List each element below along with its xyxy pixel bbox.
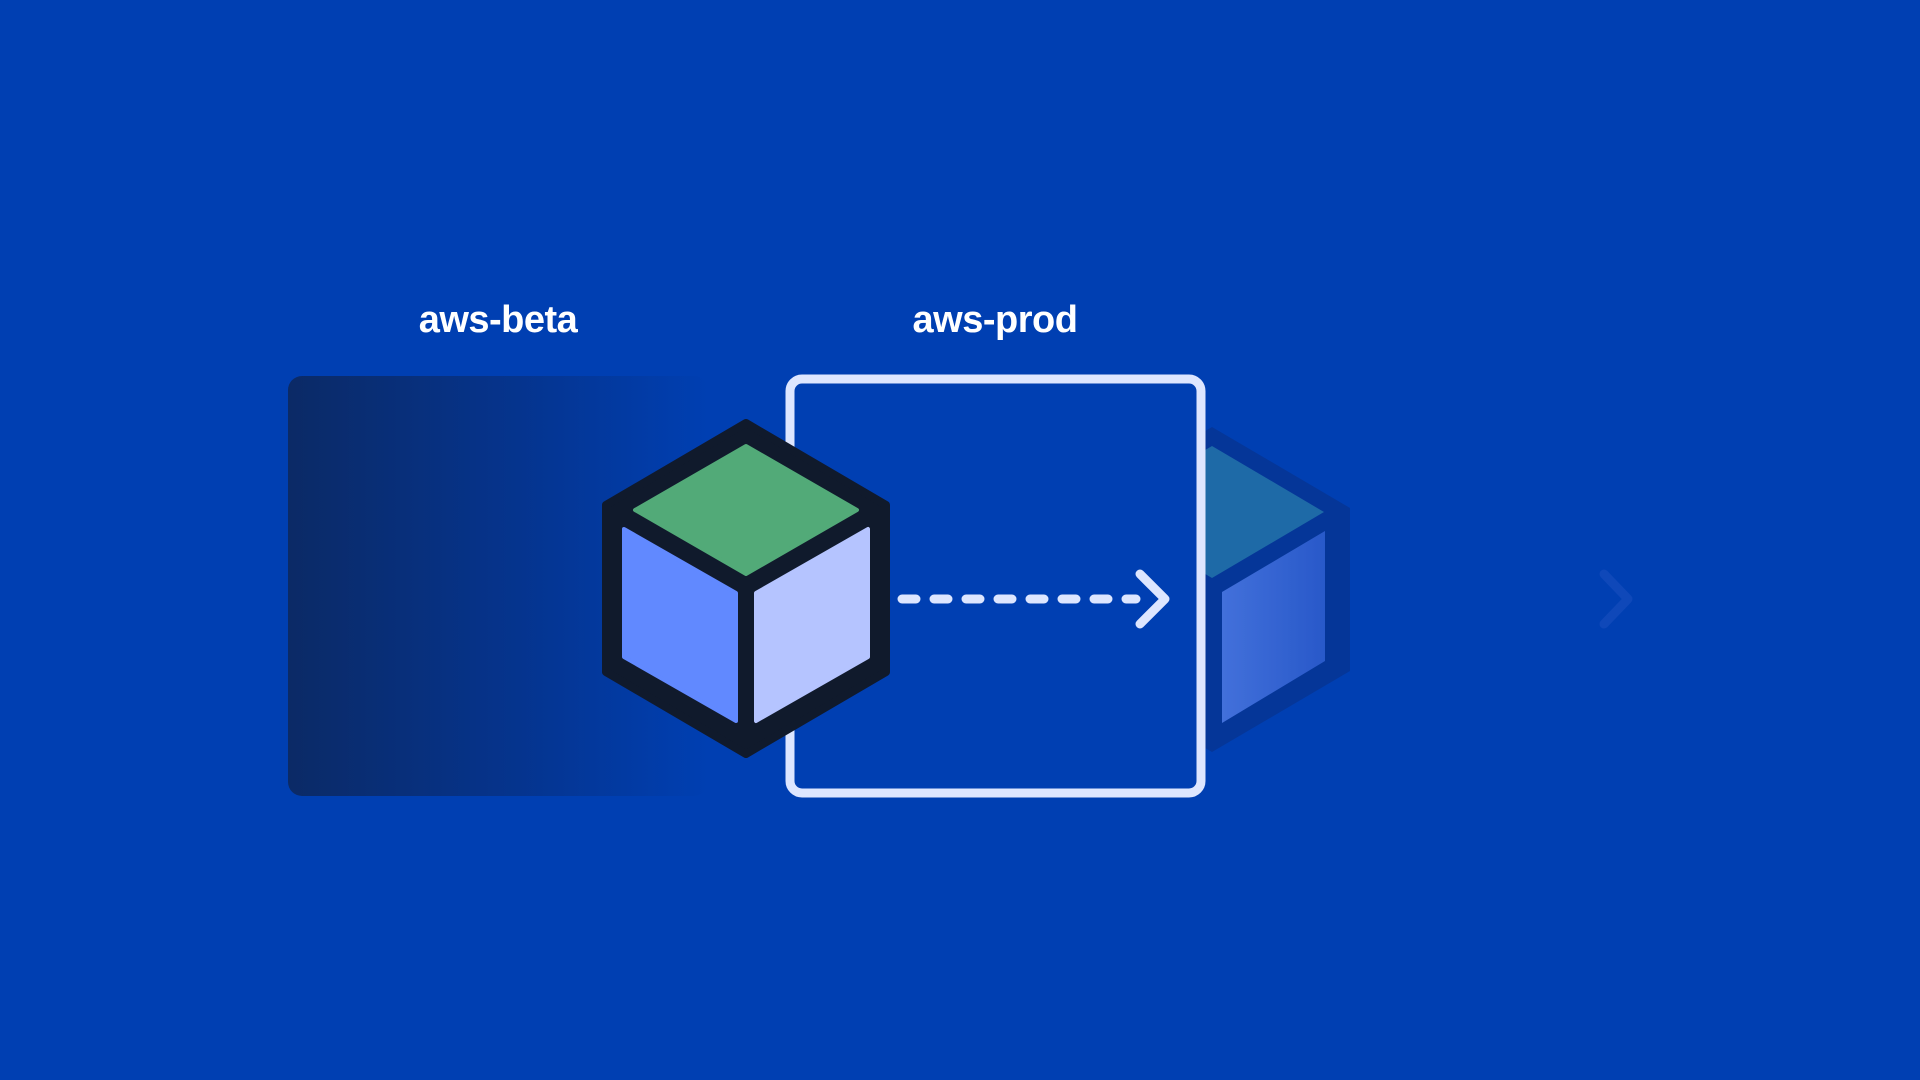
- beta-environment-box: [288, 376, 708, 796]
- cube-icon: [602, 419, 890, 758]
- outgoing-flow-arrow-icon: [1365, 569, 1633, 629]
- beta-environment-label: aws-beta: [418, 299, 578, 341]
- prod-environment-label: aws-prod: [912, 299, 1078, 341]
- arrow-right-icon: [897, 569, 1170, 629]
